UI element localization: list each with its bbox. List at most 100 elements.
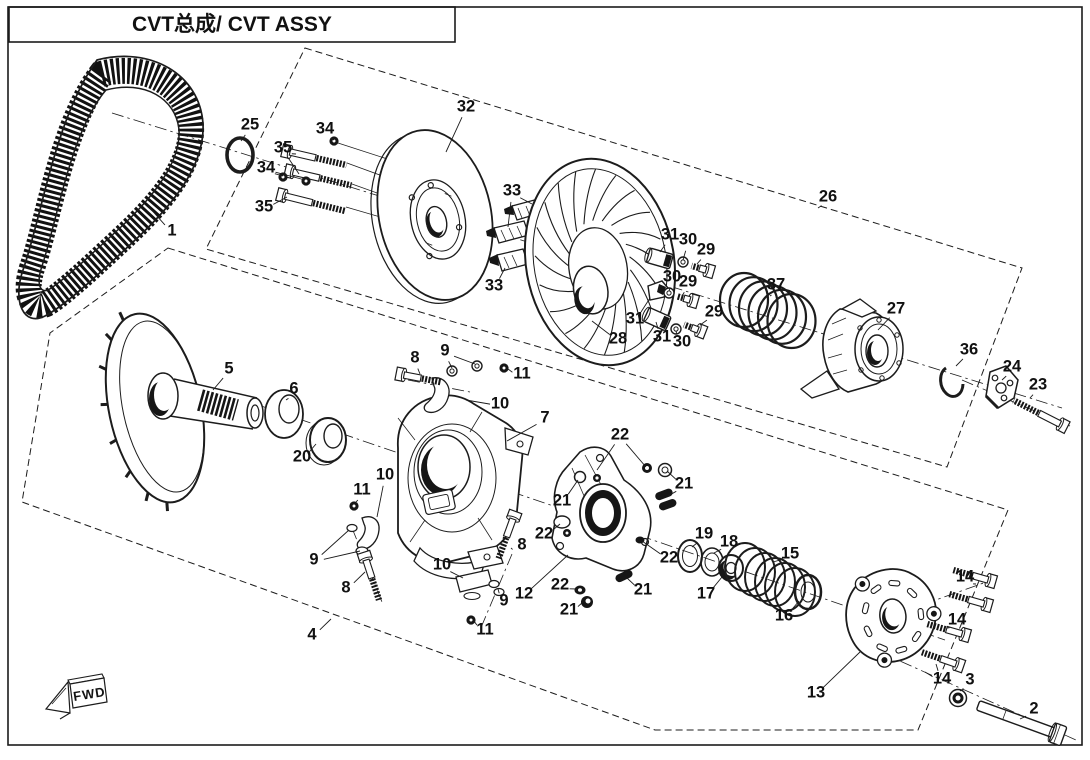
- part-label-7: 7: [540, 409, 549, 427]
- fan-blade: [627, 281, 643, 341]
- bolt-2: [976, 700, 1068, 746]
- washer: [471, 360, 483, 372]
- part-label-14: 14: [948, 611, 967, 629]
- fan-blade: [536, 227, 571, 268]
- leader-line: [273, 196, 288, 205]
- leader-line: [691, 542, 698, 548]
- part-label-23: 23: [1029, 376, 1047, 394]
- fan-blade: [603, 299, 617, 356]
- bolt: [682, 321, 709, 340]
- fan-blade: [601, 189, 635, 222]
- leader-line: [330, 137, 335, 141]
- part-label-17: 17: [697, 585, 715, 603]
- leader-line: [591, 320, 610, 335]
- part-label-11: 11: [353, 481, 370, 499]
- plate-slot: [876, 643, 888, 653]
- bolt: [675, 292, 701, 310]
- leader-line: [465, 399, 491, 405]
- part-label-30: 30: [679, 231, 697, 249]
- plate-slot: [917, 608, 925, 621]
- part-label-3: 3: [965, 671, 974, 689]
- part-label-29: 29: [705, 303, 723, 321]
- spring-coil: [754, 557, 796, 607]
- leader-line: [955, 358, 964, 367]
- leader-line: [666, 470, 677, 480]
- part-label-2: 2: [1029, 700, 1038, 718]
- cvt-belt: [15, 55, 205, 320]
- leader-line: [285, 397, 289, 401]
- page-border: [7, 6, 1083, 746]
- cooling-tab: [118, 311, 125, 321]
- spring-coil: [747, 284, 798, 341]
- leader-line: [790, 600, 800, 611]
- leader-line: [823, 651, 861, 688]
- part-label-10: 10: [433, 556, 451, 574]
- cooling-tab: [144, 492, 150, 502]
- leader-line: [712, 576, 723, 589]
- spring-coil: [764, 562, 806, 612]
- part-label-16: 16: [775, 607, 793, 625]
- leader-line: [448, 361, 453, 369]
- leader-line: [641, 540, 661, 555]
- leader-line: [355, 499, 359, 503]
- part-label-31: 31: [626, 310, 644, 328]
- part-label-21: 21: [675, 475, 693, 493]
- cooling-tab: [98, 364, 107, 371]
- leader-line: [935, 663, 939, 671]
- part-label-22: 22: [660, 549, 678, 567]
- leader-line: [959, 688, 964, 692]
- part-label-14: 14: [956, 568, 975, 586]
- washer: [663, 287, 675, 299]
- snap-ring-36: [939, 366, 965, 398]
- part-label-13: 13: [807, 684, 825, 702]
- leader-line: [1029, 394, 1034, 399]
- leader-line: [417, 368, 421, 375]
- cooling-tab: [165, 502, 169, 512]
- part-label-33: 33: [503, 182, 521, 200]
- leader-line: [274, 173, 284, 177]
- leader-line: [473, 620, 478, 626]
- part-label-31: 31: [653, 328, 671, 346]
- part-label-29: 29: [679, 273, 697, 291]
- plate-slot: [895, 645, 908, 654]
- part-label-20: 20: [293, 448, 311, 466]
- spring-coil: [766, 292, 817, 350]
- bolt: [356, 549, 383, 601]
- fan-blade: [611, 211, 650, 226]
- fan-blade: [622, 292, 627, 353]
- bolt: [1012, 397, 1071, 435]
- ring-16: [793, 573, 823, 611]
- part-label-15: 15: [781, 545, 799, 563]
- part-label-19: 19: [695, 525, 713, 543]
- leader-line: [696, 259, 702, 265]
- bolt: [280, 143, 348, 169]
- leader-line: [319, 618, 332, 631]
- spring-coil: [756, 288, 808, 345]
- leader-line: [453, 355, 476, 365]
- fixed-sheave-5: [98, 311, 264, 512]
- leader-line: [625, 443, 647, 468]
- bushing-6: [264, 389, 304, 439]
- spring-coil: [744, 552, 786, 602]
- cover-plate-13: [845, 568, 942, 668]
- assembly-outline-4: [21, 247, 1009, 731]
- part-label-9: 9: [440, 342, 449, 360]
- page-title: CVT总成/ CVT ASSY: [132, 12, 332, 36]
- leader-line: [510, 547, 513, 550]
- leader-line: [769, 294, 772, 297]
- part-label-14: 14: [933, 670, 952, 688]
- part-label-34: 34: [316, 120, 335, 138]
- leader-line: [659, 244, 666, 253]
- bolt: [948, 591, 995, 614]
- bushing-20: [305, 417, 347, 466]
- part-label-10: 10: [491, 395, 509, 413]
- leader-line: [626, 577, 636, 586]
- leader-line: [497, 588, 500, 594]
- part-label-8: 8: [410, 349, 419, 367]
- washer: [446, 365, 458, 377]
- leader-line: [596, 444, 615, 471]
- assembly-outline-26: [205, 47, 1023, 468]
- cam-arm-hardware: [346, 377, 505, 601]
- part-label-21: 21: [553, 492, 571, 510]
